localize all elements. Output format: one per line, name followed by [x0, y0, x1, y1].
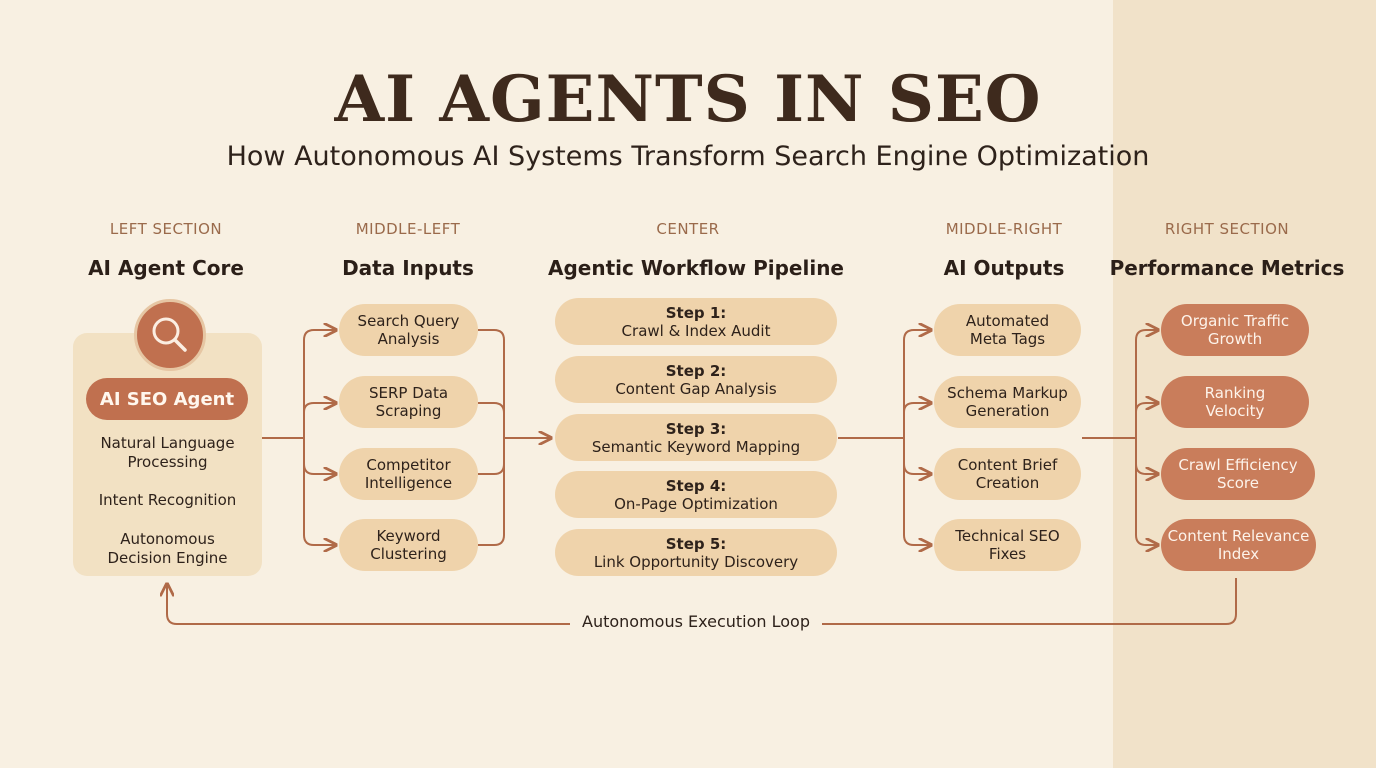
- pipeline-step-1: Step 1: Crawl & Index Audit: [555, 298, 837, 345]
- step-number: Step 4:: [665, 476, 727, 495]
- core-item-decision-engine: Autonomous Decision Engine: [73, 530, 262, 568]
- section-label-middle-right: MIDDLE-RIGHT: [945, 220, 1063, 238]
- arrow-to-metric-4: [1135, 438, 1158, 545]
- connector-input-2-to-pipeline: [478, 402, 505, 438]
- pill-line: Ranking: [1204, 384, 1266, 402]
- core-item-line: Intent Recognition: [98, 491, 237, 509]
- pill-line: Technical SEO: [955, 527, 1060, 545]
- core-item-line: Natural Language: [100, 434, 235, 452]
- pill-line: Creation: [975, 474, 1040, 492]
- pipeline-step-3: Step 3: Semantic Keyword Mapping: [555, 414, 837, 461]
- section-heading-right: Performance Metrics: [1109, 256, 1345, 280]
- arrow-to-output-3: [903, 438, 931, 474]
- ai-agent-core-panel: [73, 333, 262, 576]
- pill-line: Keyword: [376, 527, 441, 545]
- section-label-middle-left: MIDDLE-LEFT: [355, 220, 461, 238]
- pill-line: Intelligence: [364, 474, 453, 492]
- arrow-to-output-2: [903, 403, 931, 438]
- arrow-to-output-4: [903, 438, 931, 545]
- arrow-to-metric-3: [1135, 438, 1158, 474]
- connector-input-1-to-pipeline: [478, 329, 505, 438]
- section-heading-middle-left: Data Inputs: [342, 256, 474, 280]
- autonomous-execution-loop-label: Autonomous Execution Loop: [570, 612, 822, 631]
- pill-line: Schema Markup: [947, 384, 1068, 402]
- pill-line: Index: [1217, 545, 1260, 563]
- section-label-center: CENTER: [656, 220, 720, 238]
- pill-line: Scraping: [375, 402, 442, 420]
- pill-line: Crawl Efficiency: [1178, 456, 1298, 474]
- section-heading-middle-right: AI Outputs: [943, 256, 1065, 280]
- page-subtitle: How Autonomous AI Systems Transform Sear…: [226, 141, 1150, 172]
- arrow-to-input-1: [303, 330, 336, 438]
- core-item-nlp: Natural Language Processing: [73, 434, 262, 472]
- step-text: On-Page Optimization: [614, 494, 778, 513]
- step-number: Step 1:: [665, 303, 727, 322]
- arrow-to-output-1: [903, 330, 931, 438]
- step-text: Content Gap Analysis: [615, 379, 777, 398]
- step-text: Link Opportunity Discovery: [593, 552, 799, 571]
- arrow-to-input-4: [303, 438, 336, 545]
- pill-line: Velocity: [1205, 402, 1265, 420]
- section-heading-center: Agentic Workflow Pipeline: [548, 256, 844, 280]
- pill-line: Growth: [1207, 330, 1263, 348]
- pill-line: Meta Tags: [969, 330, 1046, 348]
- core-item-line: Autonomous: [120, 530, 215, 548]
- pill-line: Analysis: [377, 330, 440, 348]
- arrow-to-input-2: [303, 403, 336, 438]
- pill-line: Content Relevance: [1167, 527, 1310, 545]
- ai-seo-agent-badge: AI SEO Agent: [86, 378, 248, 420]
- step-text: Crawl & Index Audit: [621, 321, 771, 340]
- search-icon: [152, 317, 187, 352]
- arrow-to-metric-2: [1135, 403, 1158, 438]
- core-item-intent: Intent Recognition: [73, 491, 262, 510]
- pill-line: Content Brief: [957, 456, 1058, 474]
- pill-line: Search Query: [357, 312, 460, 330]
- pill-line: Organic Traffic: [1180, 312, 1290, 330]
- pill-line: Clustering: [370, 545, 447, 563]
- step-text: Semantic Keyword Mapping: [591, 437, 801, 456]
- core-item-line: Decision Engine: [107, 549, 228, 567]
- arrow-to-input-3: [303, 438, 336, 474]
- connector-input-3-to-pipeline: [478, 438, 505, 475]
- section-label-right: RIGHT SECTION: [1164, 220, 1290, 238]
- pill-line: Competitor: [366, 456, 451, 474]
- pill-line: Generation: [965, 402, 1050, 420]
- pill-line: Automated: [965, 312, 1050, 330]
- agent-icon-badge: [134, 299, 206, 371]
- pill-line: SERP Data: [368, 384, 449, 402]
- pill-line: Score: [1216, 474, 1259, 492]
- step-number: Step 5:: [665, 534, 727, 553]
- pipeline-step-2: Step 2: Content Gap Analysis: [555, 356, 837, 403]
- page-title: AI AGENTS IN SEO: [334, 62, 1042, 137]
- section-heading-left: AI Agent Core: [88, 256, 244, 280]
- section-label-left: LEFT SECTION: [109, 220, 223, 238]
- connector-input-4-to-pipeline: [478, 438, 505, 546]
- core-item-line: Processing: [127, 453, 208, 471]
- step-number: Step 2:: [665, 361, 727, 380]
- pipeline-step-4: Step 4: On-Page Optimization: [555, 471, 837, 518]
- step-number: Step 3:: [665, 419, 727, 438]
- arrow-to-metric-1: [1135, 330, 1158, 438]
- pipeline-step-5: Step 5: Link Opportunity Discovery: [555, 529, 837, 576]
- pill-line: Fixes: [988, 545, 1027, 563]
